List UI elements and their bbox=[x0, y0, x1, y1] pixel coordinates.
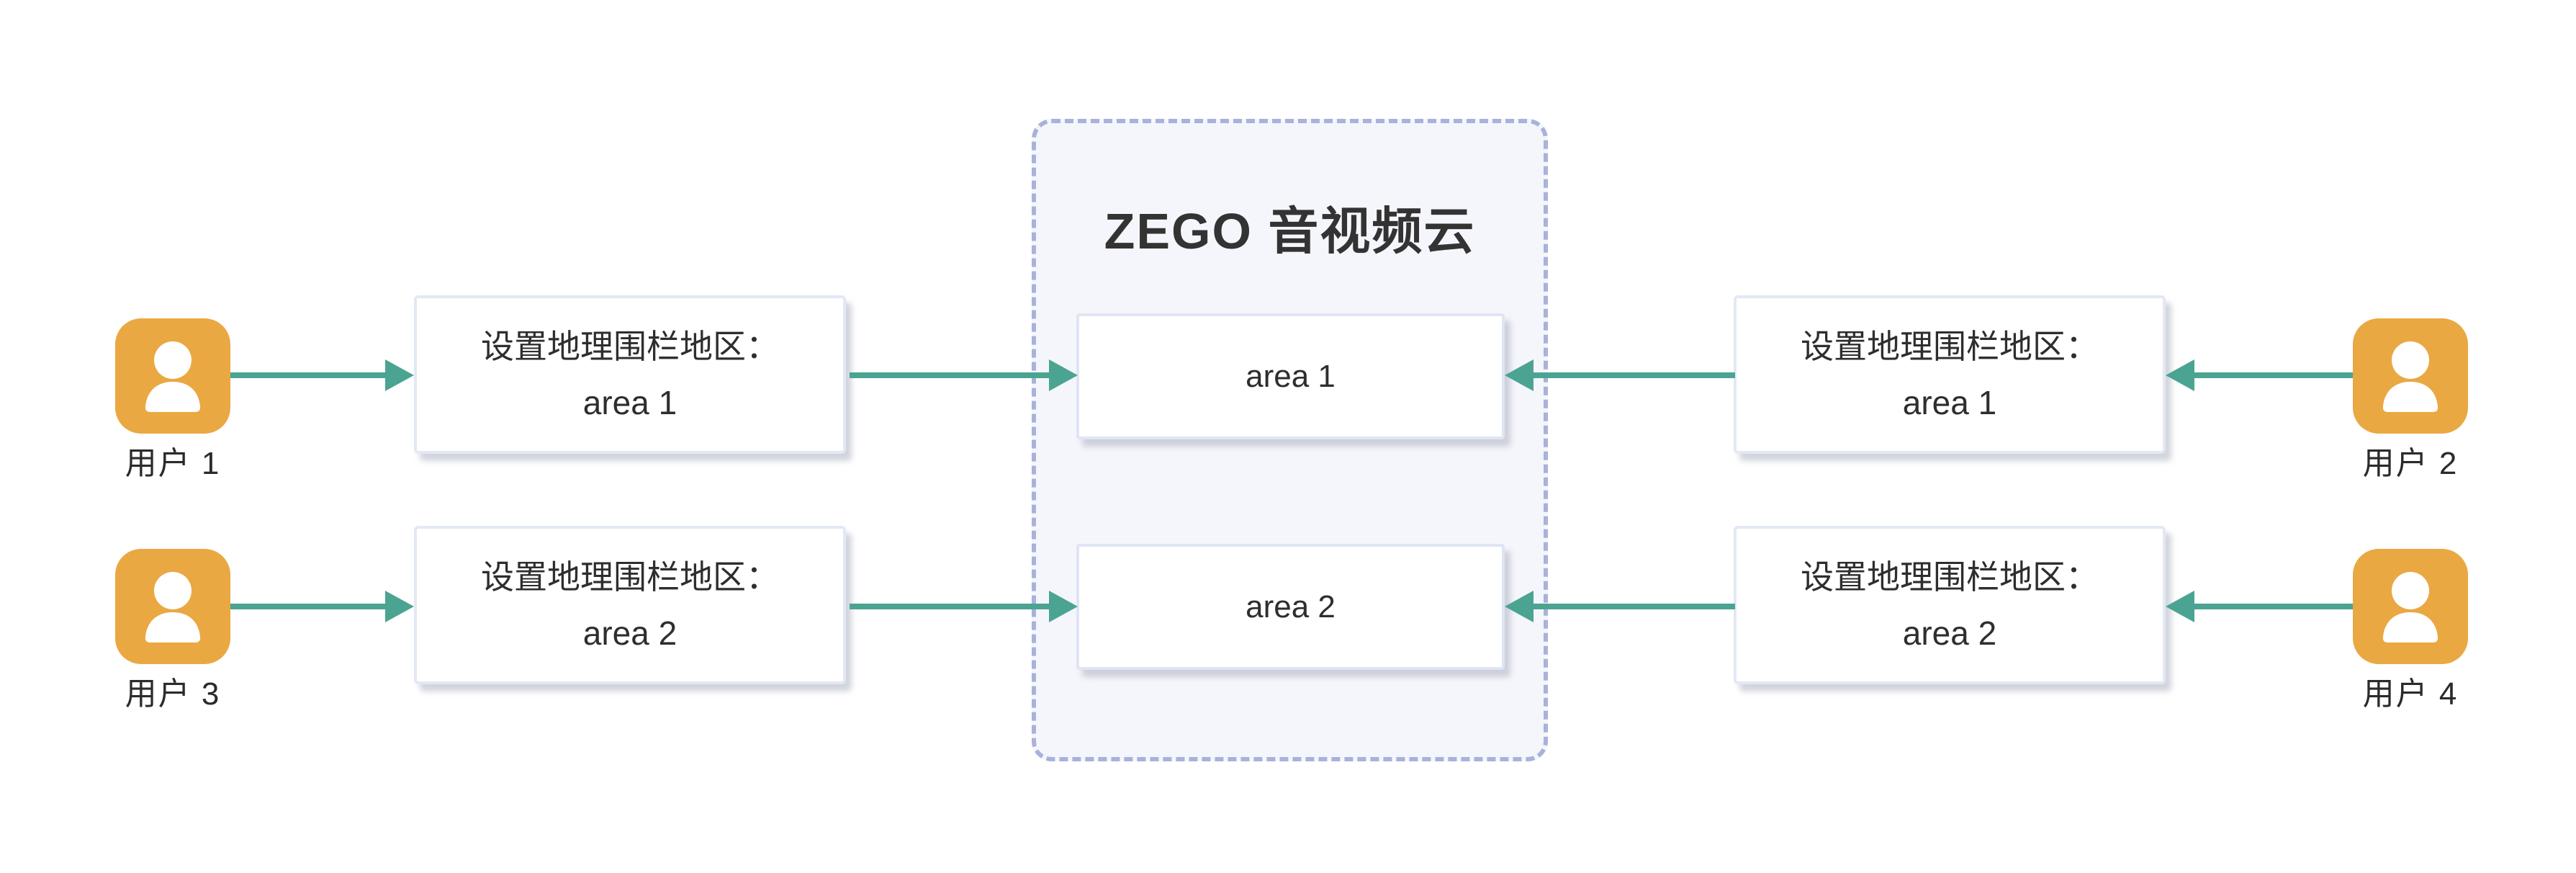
setting-line1: 设置地理围栏地区： bbox=[1801, 328, 2099, 365]
user-3-label: 用户 3 bbox=[125, 676, 221, 712]
area-2-label: area 2 bbox=[1246, 588, 1336, 624]
setting-area: area 1 bbox=[1902, 384, 1997, 421]
user-1-icon bbox=[115, 318, 230, 434]
arrow-user2-to-setting bbox=[2166, 359, 2353, 391]
cloud-title: ZEGO 音视频云 bbox=[1104, 203, 1476, 259]
arrow-head bbox=[1505, 591, 1534, 622]
arrow-head bbox=[1505, 359, 1534, 391]
arrow-user4-to-setting bbox=[2166, 591, 2353, 622]
setting-area: area 1 bbox=[582, 384, 677, 421]
arrow-head bbox=[1049, 359, 1078, 391]
arrow-setting-to-area1-right bbox=[1505, 359, 1735, 391]
area-node-2: area 2 bbox=[1076, 544, 1505, 670]
arrow-user1-to-setting bbox=[230, 359, 414, 391]
arrow-shaft bbox=[230, 372, 392, 378]
area-1-label: area 1 bbox=[1246, 358, 1336, 394]
person-icon bbox=[145, 341, 201, 412]
arrow-head bbox=[1049, 591, 1078, 622]
user-4-label: 用户 4 bbox=[2362, 676, 2459, 712]
arrow-head bbox=[385, 359, 414, 391]
arrow-shaft bbox=[1526, 604, 1735, 609]
arrow-shaft bbox=[1526, 372, 1735, 378]
setting-area: area 2 bbox=[1902, 614, 1997, 652]
arrow-shaft bbox=[2187, 372, 2353, 378]
setting-line1: 设置地理围栏地区： bbox=[481, 558, 779, 596]
arrow-head bbox=[2166, 591, 2194, 622]
arrow-shaft bbox=[230, 604, 392, 609]
arrow-setting-to-area1-left bbox=[850, 359, 1078, 391]
arrow-setting-to-area2-left bbox=[850, 591, 1078, 622]
setting-line1: 设置地理围栏地区： bbox=[481, 328, 779, 365]
person-icon bbox=[2382, 341, 2438, 412]
setting-box-left-2: 设置地理围栏地区： area 2 bbox=[414, 526, 846, 684]
user-4-icon bbox=[2353, 549, 2468, 664]
arrow-shaft bbox=[850, 604, 1056, 609]
user-2-icon bbox=[2353, 318, 2468, 434]
arrow-shaft bbox=[2187, 604, 2353, 609]
arrow-shaft bbox=[850, 372, 1056, 378]
setting-box-left-1: 设置地理围栏地区： area 1 bbox=[414, 295, 846, 454]
arrow-head bbox=[385, 591, 414, 622]
area-node-1: area 1 bbox=[1076, 313, 1505, 439]
user-3-icon bbox=[115, 549, 230, 664]
setting-box-right-2: 设置地理围栏地区： area 2 bbox=[1734, 526, 2166, 684]
arrow-user3-to-setting bbox=[230, 591, 414, 622]
setting-box-right-1: 设置地理围栏地区： area 1 bbox=[1734, 295, 2166, 454]
person-icon bbox=[145, 572, 201, 643]
user-2-label: 用户 2 bbox=[2362, 446, 2459, 481]
zego-cloud: ZEGO 音视频云 area 1 area 2 bbox=[1032, 119, 1548, 761]
person-icon bbox=[2382, 572, 2438, 643]
arrow-head bbox=[2166, 359, 2194, 391]
arrow-setting-to-area2-right bbox=[1505, 591, 1735, 622]
setting-line1: 设置地理围栏地区： bbox=[1801, 558, 2099, 596]
user-1-label: 用户 1 bbox=[125, 446, 221, 481]
setting-area: area 2 bbox=[582, 614, 677, 652]
